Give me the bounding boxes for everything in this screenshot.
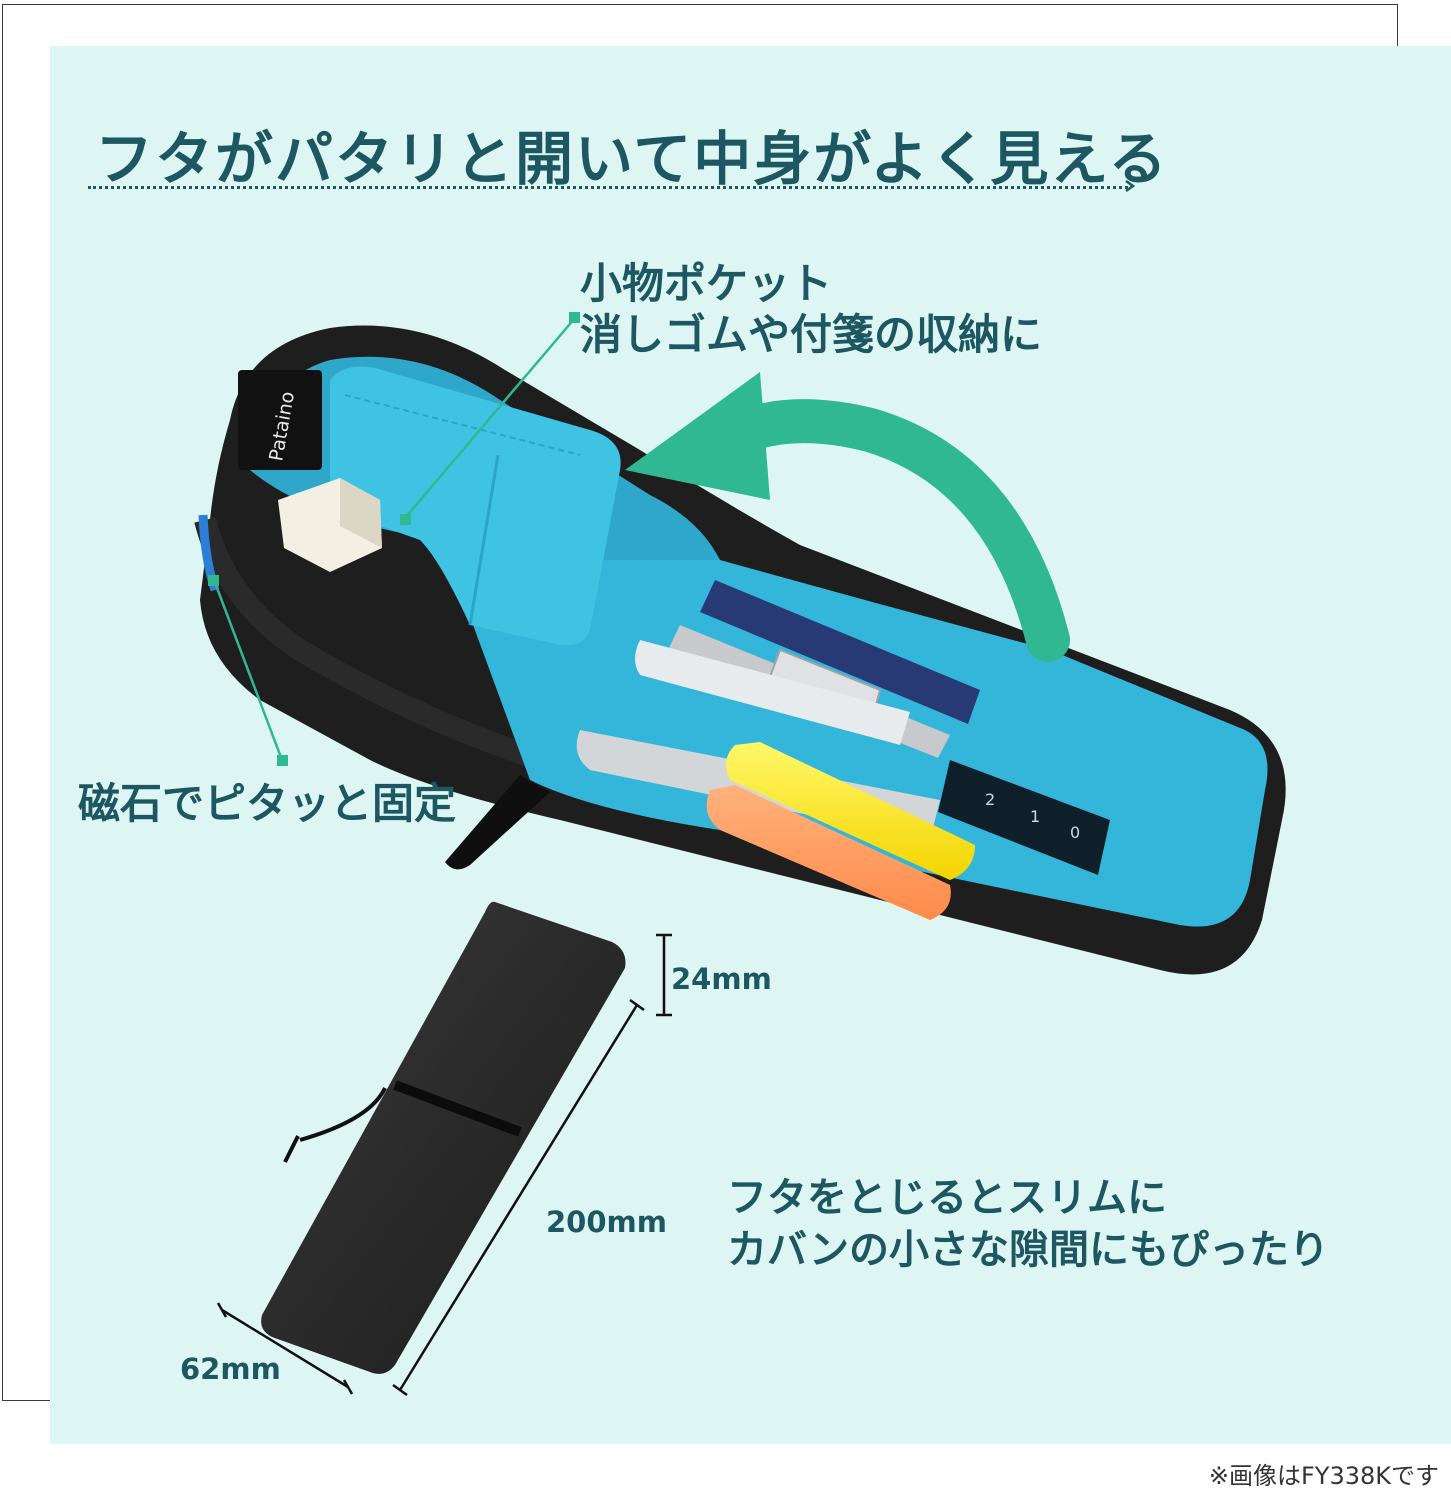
ruler: 2 1 0	[938, 760, 1110, 875]
slim-callout-line2: カバンの小さな隙間にもぴったり	[727, 1227, 1329, 1273]
width-dimension-label: 62mm	[180, 1352, 281, 1386]
navy-pen	[700, 580, 980, 724]
pocket-callout-desc: 消しゴムや付箋の収納に	[580, 310, 1043, 360]
pens	[576, 580, 980, 920]
depth-dimension-label: 24mm	[671, 962, 772, 996]
yellow-highlighter	[726, 742, 975, 880]
chevron-right-icon	[1125, 180, 1136, 192]
ruler-digit-1: 1	[1030, 807, 1040, 826]
white-marker	[635, 640, 910, 745]
pocket-callout-title: 小物ポケット	[580, 259, 833, 308]
opening-arrow	[625, 372, 1070, 662]
pocket-callout: 小物ポケット 消しゴムや付箋の収納に	[580, 258, 1042, 360]
length-dimension-label: 200mm	[546, 1205, 667, 1239]
closed-pen-case	[261, 901, 626, 1374]
magnet-callout: 磁石でピタッと固定	[78, 779, 457, 828]
ruler-digit-0: 0	[1070, 823, 1080, 842]
ruler-digit-2: 2	[985, 790, 995, 809]
orange-highlighter	[706, 785, 951, 920]
eraser	[278, 478, 382, 572]
headline: フタがパタリと開いて中身がよく見える	[95, 125, 1169, 193]
headline-dotted-rule	[88, 186, 1128, 189]
slim-callout: フタをとじるとスリムに カバンの小さな隙間にもぴったり	[727, 1172, 1329, 1276]
pocket-flap	[330, 366, 621, 646]
brand-tag: Pataino	[238, 370, 322, 470]
dimension-lines	[216, 933, 672, 1397]
zipper-pull	[445, 775, 550, 870]
callout-leaders	[208, 312, 580, 766]
slim-callout-line1: フタをとじるとスリムに	[727, 1175, 1167, 1221]
footnote: ※画像はFY338Kです	[1208, 1462, 1439, 1490]
